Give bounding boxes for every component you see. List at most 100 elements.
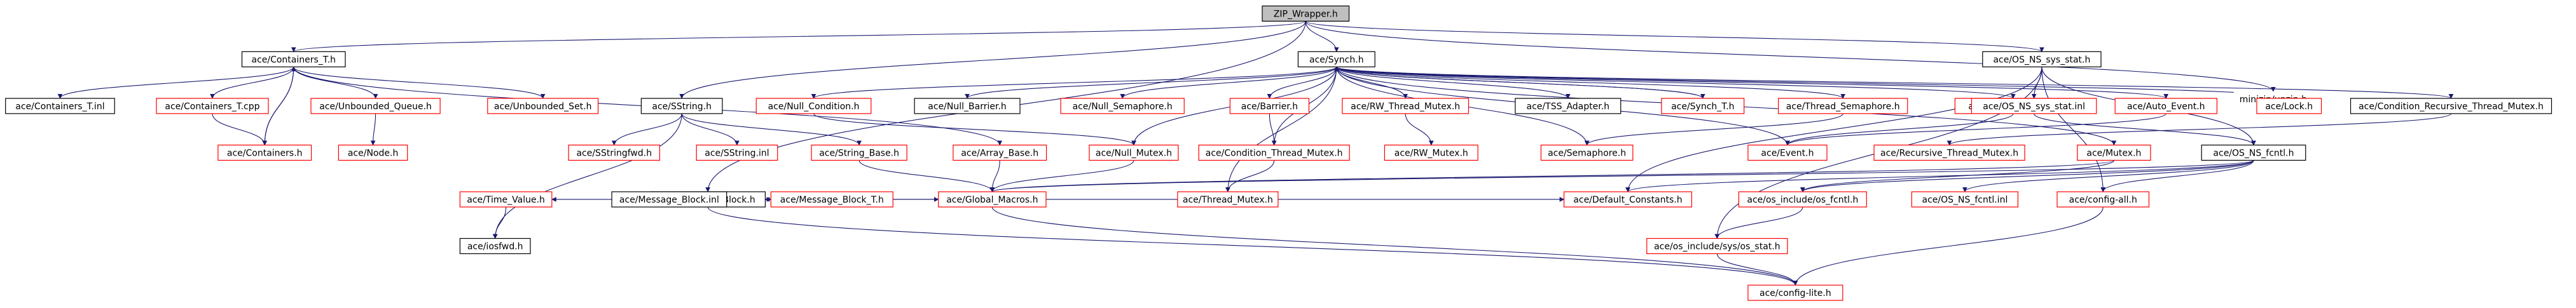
node-os-ns-sys-stat[interactable]: ace/OS_NS_sys_stat.h [1982, 51, 2102, 67]
node-rw-thread-mutex[interactable]: ace/RW_Thread_Mutex.h [1342, 98, 1470, 114]
node-synch-t[interactable]: ace/Synch_T.h [1661, 98, 1745, 114]
node-message-block-inl[interactable]: ace/Message_Block.inl [611, 191, 727, 208]
node-containers-t-cpp[interactable]: ace/Containers_T.cpp [156, 98, 269, 114]
node-mutex[interactable]: ace/Mutex.h [2077, 144, 2151, 161]
edge-cond-thread-mutex-to-thread-mutex [1225, 160, 1275, 192]
node-label: ace/SStringfwd.h [576, 148, 652, 158]
node-null-barrier[interactable]: ace/Null_Barrier.h [914, 98, 1021, 114]
node-event[interactable]: ace/Event.h [1747, 144, 1828, 161]
node-containers-t-inl[interactable]: ace/Containers_T.inl [5, 98, 115, 114]
node-lock[interactable]: ace/Lock.h [2256, 98, 2322, 114]
node-array-base[interactable]: ace/Array_Base.h [953, 144, 1047, 161]
node-box [1911, 191, 2019, 208]
node-unbounded-queue[interactable]: ace/Unbounded_Queue.h [310, 98, 441, 114]
node-label: ace/OS_NS_sys_stat.inl [1983, 102, 2085, 112]
edge-thread-semaphore-to-semaphore [1584, 113, 1843, 146]
node-box [5, 98, 115, 114]
node-os-ns-sys-stat-inl[interactable]: ace/OS_NS_sys_stat.inl [1971, 98, 2097, 114]
node-unbounded-set[interactable]: ace/Unbounded_Set.h [487, 98, 599, 114]
edge-auto-event-to-event [1785, 113, 2166, 146]
node-synch[interactable]: ace/Synch.h [1297, 51, 1375, 67]
node-box [459, 238, 531, 255]
node-config-lite[interactable]: ace/config-lite.h [1747, 285, 1843, 301]
edge-containers-t-cpp-to-containers-h [212, 113, 268, 146]
node-sstringfwd[interactable]: ace/SStringfwd.h [568, 144, 661, 161]
edge-os-include-sys-stat-to-config-lite [1716, 253, 1798, 286]
edge-layer [57, 20, 2453, 286]
edge-os-ns-fcntl-to-default-constants [1625, 159, 2254, 192]
node-auto-event[interactable]: ace/Auto_Event.h [2114, 98, 2218, 114]
node-containers-h[interactable]: ace/Containers.h [217, 144, 312, 161]
node-cond-rec-thread-mutex[interactable]: ace/Condition_Recursive_Thread_Mutex.h [2350, 98, 2552, 114]
edge-os-ns-fcntl-to-config-all [2100, 160, 2254, 192]
node-box [2114, 98, 2218, 114]
node-message-block-t[interactable]: ace/Message_Block_T.h [770, 191, 893, 208]
node-sstring[interactable]: ace/SString.h [640, 98, 723, 114]
node-semaphore[interactable]: ace/Semaphore.h [1540, 144, 1634, 161]
node-time-value[interactable]: ace/Time_Value.h [459, 191, 553, 208]
node-null-mutex[interactable]: ace/Null_Mutex.h [1089, 144, 1179, 161]
node-box [755, 98, 872, 114]
node-label: ace/Default_Constants.h [1573, 195, 1682, 205]
node-box [953, 144, 1047, 161]
node-thread-semaphore[interactable]: ace/Thread_Semaphore.h [1778, 98, 1908, 114]
edge-global-macros-to-config-lite [991, 206, 1798, 286]
edge-cond-rec-thread-mutex-to-recursive-thread-mutex [1946, 113, 2452, 146]
node-label: ace/Condition_Thread_Mutex.h [1206, 148, 1343, 158]
node-label: ace/String_Base.h [819, 148, 899, 158]
node-global-macros[interactable]: ace/Global_Macros.h [938, 191, 1047, 208]
node-os-ns-fcntl-inl[interactable]: ace/OS_NS_fcntl.inl [1911, 191, 2019, 208]
node-null-condition[interactable]: ace/Null_Condition.h [755, 98, 872, 114]
node-recursive-thread-mutex[interactable]: ace/Recursive_Thread_Mutex.h [1873, 144, 2025, 161]
node-label: ace/os_include/os_fcntl.h [1747, 195, 1858, 205]
node-label: ace/SString.inl [705, 148, 769, 158]
node-label: ace/OS_NS_fcntl.h [2213, 148, 2294, 158]
node-config-all[interactable]: ace/config-all.h [2056, 191, 2150, 208]
edge-zip-wrapper-to-synch [1305, 21, 1339, 53]
node-label: ace/Semaphore.h [1548, 148, 1626, 158]
node-node-h[interactable]: ace/Node.h [338, 144, 408, 161]
node-rw-mutex[interactable]: ace/RW_Mutex.h [1384, 144, 1478, 161]
node-label: ace/Lock.h [2265, 102, 2313, 112]
node-label: ace/Node.h [348, 148, 398, 158]
node-iosfwd[interactable]: ace/iosfwd.h [459, 238, 531, 255]
node-sstring-inl[interactable]: ace/SString.inl [696, 144, 778, 161]
node-label: ace/config-all.h [2069, 195, 2137, 205]
node-os-ns-fcntl[interactable]: ace/OS_NS_fcntl.h [2201, 144, 2306, 161]
node-box [2077, 144, 2151, 161]
edge-synch-to-null-barrier [965, 66, 1337, 99]
node-label: ace/SString.h [652, 102, 712, 112]
node-tss-adapter[interactable]: ace/TSS_Adapter.h [1515, 98, 1622, 114]
node-containers-t[interactable]: ace/Containers_T.h [241, 51, 346, 67]
node-null-semaphore[interactable]: ace/Null_Semaphore.h [1060, 98, 1185, 114]
node-label: ace/Null_Semaphore.h [1073, 102, 1173, 112]
node-box [2056, 191, 2150, 208]
node-box [611, 191, 727, 208]
node-label: ace/Null_Barrier.h [928, 102, 1006, 112]
node-box [640, 98, 723, 114]
node-box [1229, 98, 1310, 114]
node-box [1873, 144, 2025, 161]
node-os-include-fcntl[interactable]: ace/os_include/os_fcntl.h [1738, 191, 1867, 208]
node-box [1297, 51, 1375, 67]
node-label: ace/Time_Value.h [467, 195, 545, 205]
node-label: ace/Synch_T.h [1671, 102, 1734, 112]
edge-synch-to-lock [1336, 66, 2292, 99]
node-string-base[interactable]: ace/String_Base.h [811, 144, 907, 161]
node-default-constants[interactable]: ace/Default_Constants.h [1563, 191, 1693, 208]
node-label: ace/Mutex.h [2086, 148, 2141, 158]
edge-synch-to-tss-adapter [1336, 67, 1571, 99]
node-box [811, 144, 907, 161]
node-zip-wrapper[interactable]: ZIP_Wrapper.h [1262, 5, 1350, 22]
node-cond-thread-mutex[interactable]: ace/Condition_Thread_Mutex.h [1198, 144, 1350, 161]
node-box [1563, 191, 1693, 208]
edge-synch-to-cond-rec-thread-mutex [1336, 66, 2453, 99]
node-thread-mutex[interactable]: ace/Thread_Mutex.h [1177, 191, 1279, 208]
edge-mutex-to-os-include-fcntl [1800, 159, 2114, 192]
node-label: ace/config-lite.h [1760, 288, 1831, 298]
node-os-include-sys-stat[interactable]: ace/os_include/sys/os_stat.h [1646, 238, 1788, 255]
node-label: ace/RW_Thread_Mutex.h [1351, 102, 1460, 112]
node-barrier[interactable]: ace/Barrier.h [1229, 98, 1310, 114]
node-box [217, 144, 312, 161]
node-label: ace/Barrier.h [1241, 102, 1298, 112]
